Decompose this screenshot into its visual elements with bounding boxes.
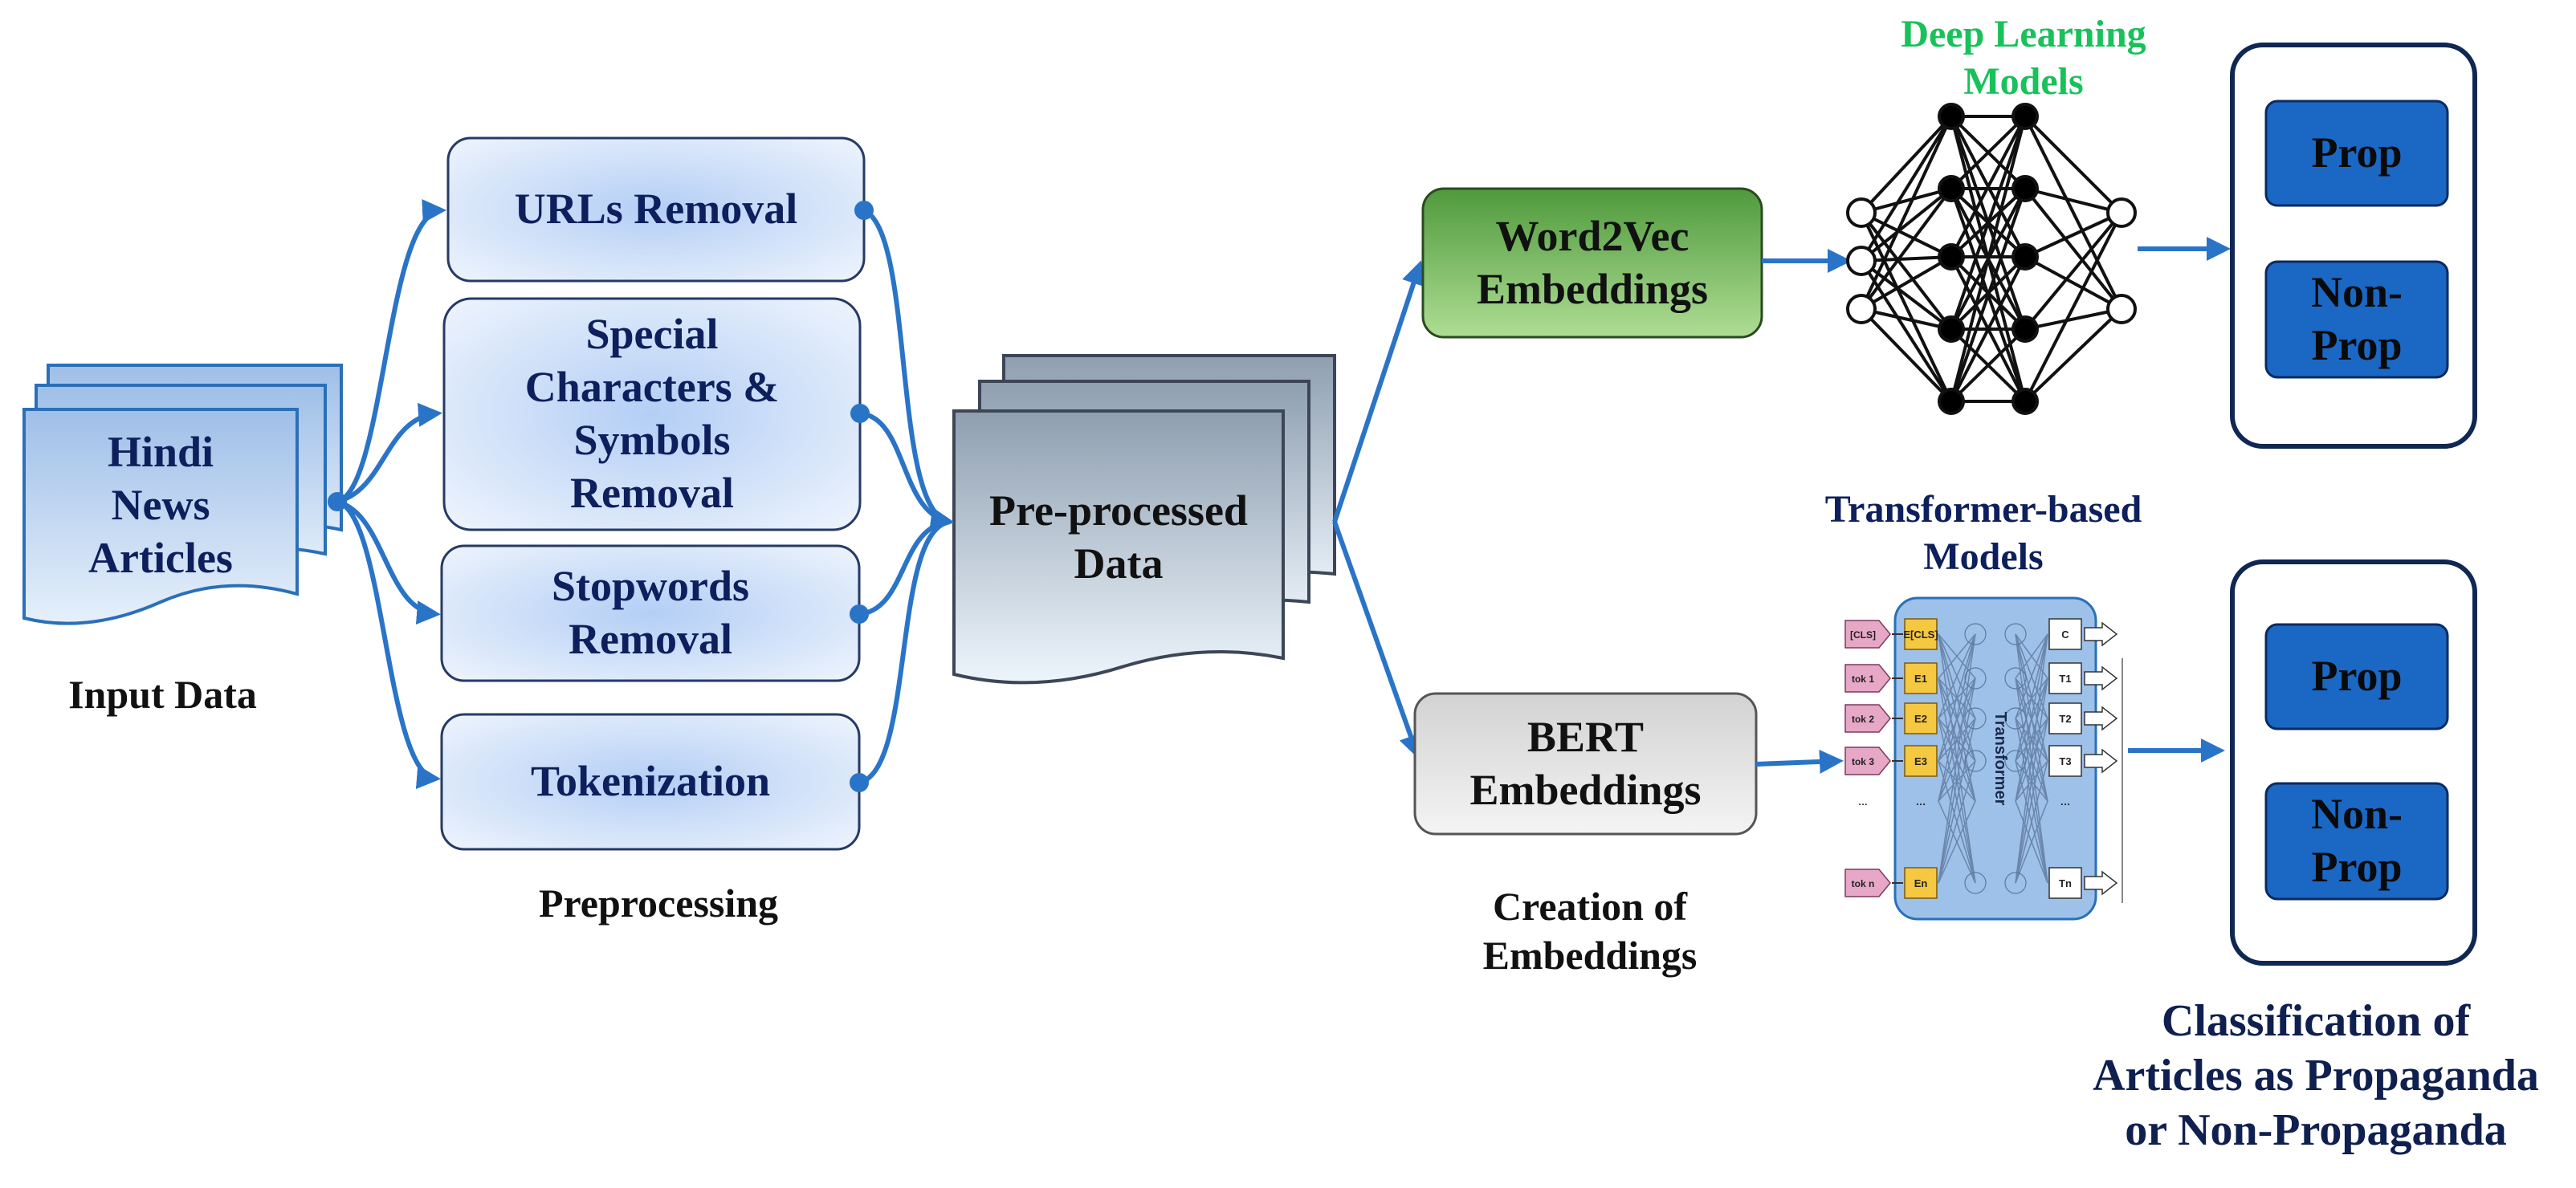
bert-output-label: T3 — [2059, 755, 2071, 767]
bert-output-box — [2048, 618, 2082, 650]
transformer-node — [2004, 750, 2027, 772]
bert-output-box — [2048, 867, 2082, 899]
bert-embedding-label: En — [1914, 877, 1928, 889]
bert-embedding-box — [1904, 662, 1938, 694]
bert-input-token-label: tok 1 — [1852, 673, 1874, 685]
embedding-to-model-arrows — [1755, 249, 1852, 774]
bert-output-arrow — [2084, 870, 2118, 896]
nn-hidden-node — [2011, 243, 2039, 271]
transformer-node — [2004, 623, 2027, 645]
class-box-nonprop-lower — [2264, 782, 2449, 901]
transformer-node — [2004, 707, 2027, 730]
bert-embedding-box — [1904, 867, 1938, 899]
bert-output-arrow — [2084, 706, 2118, 731]
nn-output-node — [2106, 294, 2137, 324]
bert-input-token-label: tok n — [1852, 878, 1875, 889]
nn-input-node — [1846, 246, 1877, 276]
input-document-label: Hindi News Articles — [88, 428, 233, 582]
model-to-class-arrows — [2128, 237, 2231, 763]
bert-output-arrow — [2084, 665, 2118, 691]
data-to-embedding-arrows — [1332, 260, 1425, 759]
transformer-node — [2004, 667, 2027, 690]
nn-hidden-node — [2011, 315, 2039, 343]
nn-hidden-node — [2011, 103, 2039, 130]
transformer-title: Transformer-based Models — [1824, 488, 2142, 578]
transformer-node — [2004, 872, 2027, 894]
class-label-prop-lower: Prop — [2311, 652, 2403, 701]
class-label-nonprop-upper: Non- Prop — [2310, 268, 2403, 369]
nn-input-node — [1846, 294, 1877, 324]
deep-learning-title: Deep Learning Models — [1901, 13, 2146, 103]
preprocessed-document-stack — [952, 354, 1336, 685]
input-data-caption: Input Data — [68, 671, 257, 717]
nn-hidden-node — [2011, 388, 2039, 415]
word2vec-label: Word2Vec Embeddings — [1476, 211, 1709, 313]
nn-hidden-node — [2011, 175, 2039, 202]
bert-output-label: C — [2061, 629, 2069, 641]
bert-input-token-label: [CLS] — [1850, 629, 1876, 641]
classification-caption: Classification of Articles as Propaganda… — [2093, 995, 2539, 1156]
transformer-node — [1964, 707, 1987, 730]
bert-embedding-box — [1904, 702, 1938, 734]
bert-output-arrow — [2084, 748, 2118, 774]
input-to-preprocess-arrows — [328, 199, 446, 789]
bert-input-token-label: tok 3 — [1852, 756, 1874, 767]
bert-input-token — [1844, 704, 1891, 733]
nn-hidden-node — [1938, 103, 1965, 130]
transformer-node — [1964, 872, 1987, 894]
bert-output-label: T1 — [2059, 673, 2071, 685]
class-box-prop-lower — [2264, 623, 2449, 730]
bert-input-token-label: … — [1858, 796, 1868, 808]
bert-output-box — [2048, 745, 2082, 777]
class-box-nonprop-upper — [2264, 260, 2449, 379]
bert-embedding-box — [1904, 618, 1938, 650]
preprocess-label-stopwords: Stopwords Removal — [551, 562, 750, 663]
bert-output-box — [2048, 702, 2082, 734]
bert-output-box — [2048, 662, 2082, 694]
bert-input-token — [1844, 869, 1891, 897]
bert-output-label: … — [2060, 795, 2071, 808]
neural-network-icon — [1846, 103, 2137, 415]
preprocess-to-data-arrows — [850, 201, 955, 792]
nn-input-node — [1846, 197, 1877, 228]
preprocessed-data-label: Pre-processed Data — [989, 486, 1248, 588]
bert-embedding-box — [1904, 745, 1938, 777]
bert-output-arrow — [2084, 621, 2118, 647]
bert-output-label: T2 — [2059, 713, 2071, 725]
embeddings-caption: Creation of Embeddings — [1482, 884, 1698, 978]
nn-hidden-node — [1938, 315, 1965, 343]
class-box-prop-upper — [2264, 100, 2449, 207]
class-label-nonprop-lower: Non- Prop — [2310, 790, 2403, 891]
preprocess-label-special: Special Characters & Symbols Removal — [524, 310, 780, 517]
bert-input-token — [1844, 620, 1891, 649]
input-document-stack — [22, 364, 343, 625]
class-label-prop-upper: Prop — [2311, 128, 2403, 177]
bert-embedding-label: E3 — [1914, 755, 1927, 767]
bert-embedding-label: … — [1916, 795, 1926, 808]
transformer-node — [1964, 667, 1987, 690]
bert-input-token — [1844, 747, 1891, 775]
transformer-inner-label: Transformer — [1991, 712, 2009, 806]
preprocess-label-tokenization: Tokenization — [530, 757, 771, 806]
nn-hidden-node — [1938, 175, 1965, 202]
nn-output-node — [2106, 197, 2137, 228]
transformer-node — [1964, 750, 1987, 772]
bert-input-token — [1844, 664, 1891, 693]
classification-panel-lower — [2230, 559, 2477, 966]
preprocess-label-urls: URLs Removal — [514, 185, 798, 234]
bert-label: BERT Embeddings — [1469, 712, 1702, 814]
bert-embedding-label: E[CLS] — [1903, 629, 1938, 641]
preprocessing-caption: Preprocessing — [538, 880, 779, 926]
bert-embedding-label: E2 — [1914, 713, 1927, 725]
nn-hidden-node — [1938, 243, 1965, 271]
bert-input-token-label: tok 2 — [1852, 714, 1874, 725]
bert-embedding-label: E1 — [1914, 673, 1927, 685]
bert-output-label: Tn — [2059, 877, 2072, 889]
nn-hidden-node — [1938, 388, 1965, 415]
transformer-node — [1964, 623, 1987, 645]
